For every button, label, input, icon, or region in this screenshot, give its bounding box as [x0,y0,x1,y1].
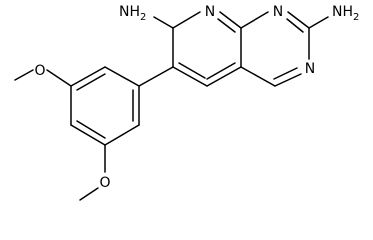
amine-7-subscript: 2 [140,12,146,23]
bond-pm-4 [274,73,302,87]
bond-py-6 [172,66,208,87]
bond-py-3 [219,11,242,29]
bond-py-5-inner [206,62,236,80]
bond-o-top-ring [46,69,72,87]
bond-ar-1 [70,66,106,87]
bond-biaryl [138,66,174,87]
atom-o-top: O [34,63,45,79]
amine-7-nh: NH [119,4,140,20]
bond-pm-2 [287,11,310,29]
bond-pm-4-inner [273,67,298,80]
atom-n-ring-1: N [205,4,215,20]
bond-ar-2 [104,66,140,87]
bond-py-6-inner [178,62,206,79]
atom-o-bottom: O [99,175,110,191]
structure-diagram: O O N N N NH2 NH2 [14,4,359,201]
bond-ar-5-inner [76,120,106,139]
amine-2-nh: NH [332,4,353,20]
bond-o-bottom-methyl [79,187,99,201]
bond-pm-5 [240,66,276,87]
amine-2-subscript: 2 [353,12,359,23]
atom-amine-7: NH2 [119,4,146,23]
bond-ar-1-inner [76,73,106,91]
bond-amine-7 [153,16,174,29]
atom-n-ring-2: N [273,4,283,20]
bond-amine-2 [308,16,329,29]
bond-py-2 [172,11,201,29]
bond-ar-5 [70,124,106,146]
bond-lines [14,11,329,201]
bond-py-3-inner [217,18,236,33]
atom-labels: O O N N N NH2 NH2 [34,4,359,191]
bond-ar-4 [104,124,140,146]
bond-pm-1 [240,11,269,29]
atom-amine-2: NH2 [332,4,359,23]
bond-py-5 [206,66,242,87]
atom-n-ring-3: N [305,61,315,77]
bond-methyl-o-top [14,69,34,81]
bond-pm-2-inner [286,18,304,33]
